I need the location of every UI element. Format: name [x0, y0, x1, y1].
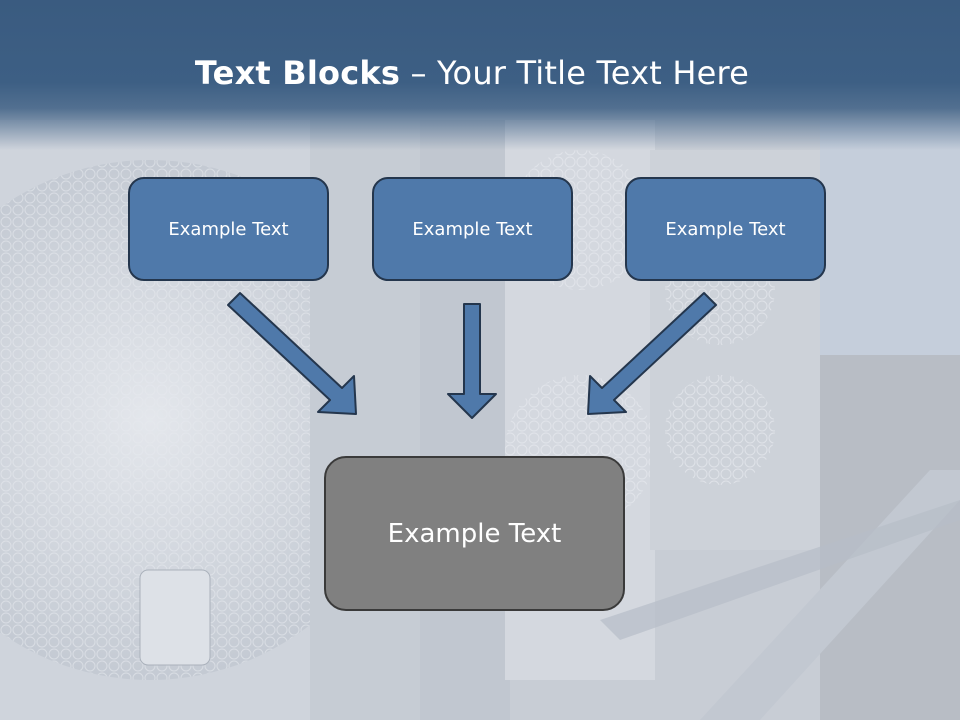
text-block-3-label: Example Text: [665, 218, 786, 240]
arrow-right-diagonal: [587, 292, 717, 415]
text-block-1-label: Example Text: [168, 218, 289, 240]
result-text-block[interactable]: Example Text: [324, 456, 625, 611]
text-block-2-label: Example Text: [412, 218, 533, 240]
title-band: [0, 0, 960, 150]
text-block-1[interactable]: Example Text: [128, 177, 329, 281]
slide-title-rest: – Your Title Text Here: [400, 54, 750, 92]
arrow-left-diagonal: [227, 292, 357, 415]
arrow-center-down: [447, 303, 497, 419]
text-block-3[interactable]: Example Text: [625, 177, 826, 281]
result-text-block-label: Example Text: [387, 518, 562, 549]
slide-title-bold: Text Blocks: [194, 54, 401, 92]
slide-title: Text Blocks – Your Title Text Here: [0, 54, 944, 92]
text-block-2[interactable]: Example Text: [372, 177, 573, 281]
